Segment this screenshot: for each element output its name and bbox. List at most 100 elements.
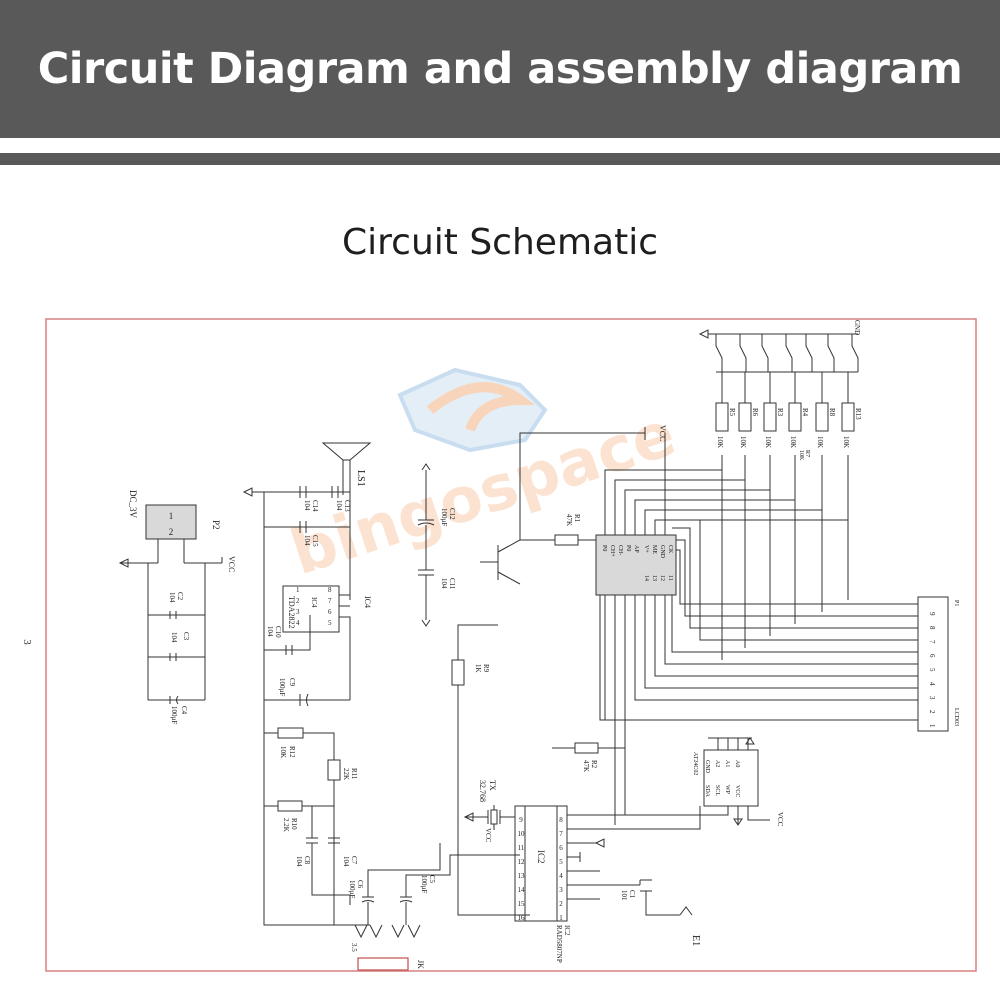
eeprom-pin-a1: A1 xyxy=(724,760,730,767)
r10-value: 2.2K xyxy=(282,818,290,832)
p1-part: LCD03 xyxy=(953,708,959,726)
p1-pin-7: 7 xyxy=(928,640,936,644)
p1-pin-1: 1 xyxy=(928,724,936,728)
c13-value: 104 xyxy=(335,500,343,511)
p2-ref: P2 xyxy=(211,520,221,530)
ic2-pin-5: 5 xyxy=(559,858,563,866)
c11-value: 104 xyxy=(440,578,448,589)
eeprom-pin-sda: SDA xyxy=(704,785,710,798)
resistor-r9 xyxy=(451,659,465,686)
p1-pin-4: 4 xyxy=(928,682,936,686)
mcu-pin-l2: CH- xyxy=(617,545,623,555)
p1-ref: P1 xyxy=(953,600,959,606)
connector-p2 xyxy=(145,504,197,540)
display-connector-p1 xyxy=(917,596,949,732)
r6-value: 10K xyxy=(739,436,747,448)
ic4-pin-1: 1 xyxy=(296,586,300,594)
vcc-label-power: VCC xyxy=(227,556,236,572)
resistor-r1 xyxy=(554,534,579,546)
eeprom-pin-a0: A0 xyxy=(734,760,740,767)
ic2-pin-15: 15 xyxy=(518,900,526,908)
ic2-pin-9: 9 xyxy=(519,816,523,824)
c6-value: 100µF xyxy=(348,880,356,899)
ic2-part: RAD5807NP xyxy=(555,925,563,963)
buttons-block: GND R5 R6 R3 R4 R8 R13 10K 10K 10K 10K 1… xyxy=(698,320,862,461)
r7-label: R7 xyxy=(804,450,810,457)
display-block: 9 8 7 6 5 4 3 2 1 P1 LCD03 xyxy=(917,596,959,732)
schematic-frame xyxy=(45,318,977,972)
crystal-tx xyxy=(490,809,498,825)
c1-value: 101 xyxy=(620,890,628,901)
r1-value: 47K xyxy=(565,514,573,526)
r11-value: 22K xyxy=(342,768,350,780)
ic2-pin-11: 11 xyxy=(518,844,525,852)
jack-ref: JK xyxy=(416,960,425,969)
c8-value: 104 xyxy=(295,856,303,867)
r9-value: 1K xyxy=(474,664,482,673)
r7-value: 10K xyxy=(798,450,804,461)
ic4-pin-3: 3 xyxy=(296,608,300,616)
resistor-r8 xyxy=(815,402,829,432)
p1-pin-5: 5 xyxy=(928,668,936,672)
eeprom-block: GND A2 A1 A0 SDA SCL WP VCC AT24C02 VCC … xyxy=(552,737,784,827)
divider-bar xyxy=(0,153,1000,165)
ic2-pin-13: 13 xyxy=(518,872,526,880)
r11-label: R11 xyxy=(350,768,358,780)
c12-label: C12 xyxy=(448,508,456,520)
eeprom-pin-a2: A2 xyxy=(714,760,720,767)
ic4-pin-2: 2 xyxy=(296,597,300,605)
c3-label: C3 xyxy=(182,632,190,641)
c1-label: C1 xyxy=(628,890,636,899)
c14-value: 104 xyxy=(303,500,311,511)
ic2-pin-10: 10 xyxy=(518,830,526,838)
eeprom-chip xyxy=(703,749,759,807)
eeprom-pin-scl: SCL xyxy=(714,785,720,796)
resistor-r12 xyxy=(277,727,304,739)
r10-label: R10 xyxy=(290,818,298,830)
mcu-pin-l4: AP xyxy=(633,545,639,553)
jack-label: 3.5 xyxy=(350,943,358,952)
resistor-r11 xyxy=(327,759,341,781)
r4-value: 10K xyxy=(789,436,797,448)
p2-pin1: 1 xyxy=(169,511,174,521)
ic2-ref: IC2 xyxy=(563,925,571,936)
p2-name: DC_3V xyxy=(128,490,138,519)
p1-pin-3: 3 xyxy=(928,696,936,700)
mcu-chip xyxy=(595,534,677,596)
transistor-block: C12 100µF C11 104 R1 47K VCC R9 1K xyxy=(417,425,918,916)
gnd-label: GND xyxy=(853,320,861,335)
title-banner: Circuit Diagram and assembly diagram xyxy=(0,0,1000,138)
r6-label: R6 xyxy=(751,408,759,417)
ic2-pin-16: 16 xyxy=(518,914,526,922)
r5-value: 10K xyxy=(716,436,724,448)
c14-label: C14 xyxy=(311,500,319,512)
vcc-label-top: VCC xyxy=(658,425,667,441)
resistor-r10 xyxy=(277,800,303,812)
r3-value: 10K xyxy=(764,436,772,448)
c5-value: 100µF xyxy=(420,875,428,894)
eeprom-pin-gnd: GND xyxy=(704,760,710,774)
power-block: 1 2 P2 DC_3V VCC C2 104 C3 104 C4 100µF xyxy=(118,490,236,725)
eeprom-part: AT24C02 xyxy=(692,752,698,775)
resistor-r5 xyxy=(715,402,729,432)
mcu-num-r1: 13 xyxy=(651,575,657,581)
c12-value: 100µF xyxy=(440,508,448,527)
pushbuttons xyxy=(715,334,859,372)
c6-label: C6 xyxy=(356,880,364,889)
ic4-ref: IC4 xyxy=(363,596,372,608)
c10-label: C10 xyxy=(274,626,282,638)
ic2-inner: IC2 xyxy=(536,850,546,864)
resistor-r4 xyxy=(788,402,802,432)
p1-pin-8: 8 xyxy=(928,626,936,630)
ic4-chip xyxy=(282,585,340,633)
antenna-label: E1 xyxy=(690,935,701,946)
resistor-r13 xyxy=(841,402,855,432)
r3-label: R3 xyxy=(776,408,784,417)
ic4-pin-4: 4 xyxy=(296,619,300,627)
ic2-pin-6: 6 xyxy=(559,844,563,852)
ic2-pin-14: 14 xyxy=(518,886,526,894)
c3-value: 104 xyxy=(170,632,178,643)
ic4-part: TDA2822 xyxy=(287,596,296,628)
amp-feed-block: R12 10K R11 22K R10 2.2K C8 104 C7 104 C… xyxy=(264,727,520,971)
